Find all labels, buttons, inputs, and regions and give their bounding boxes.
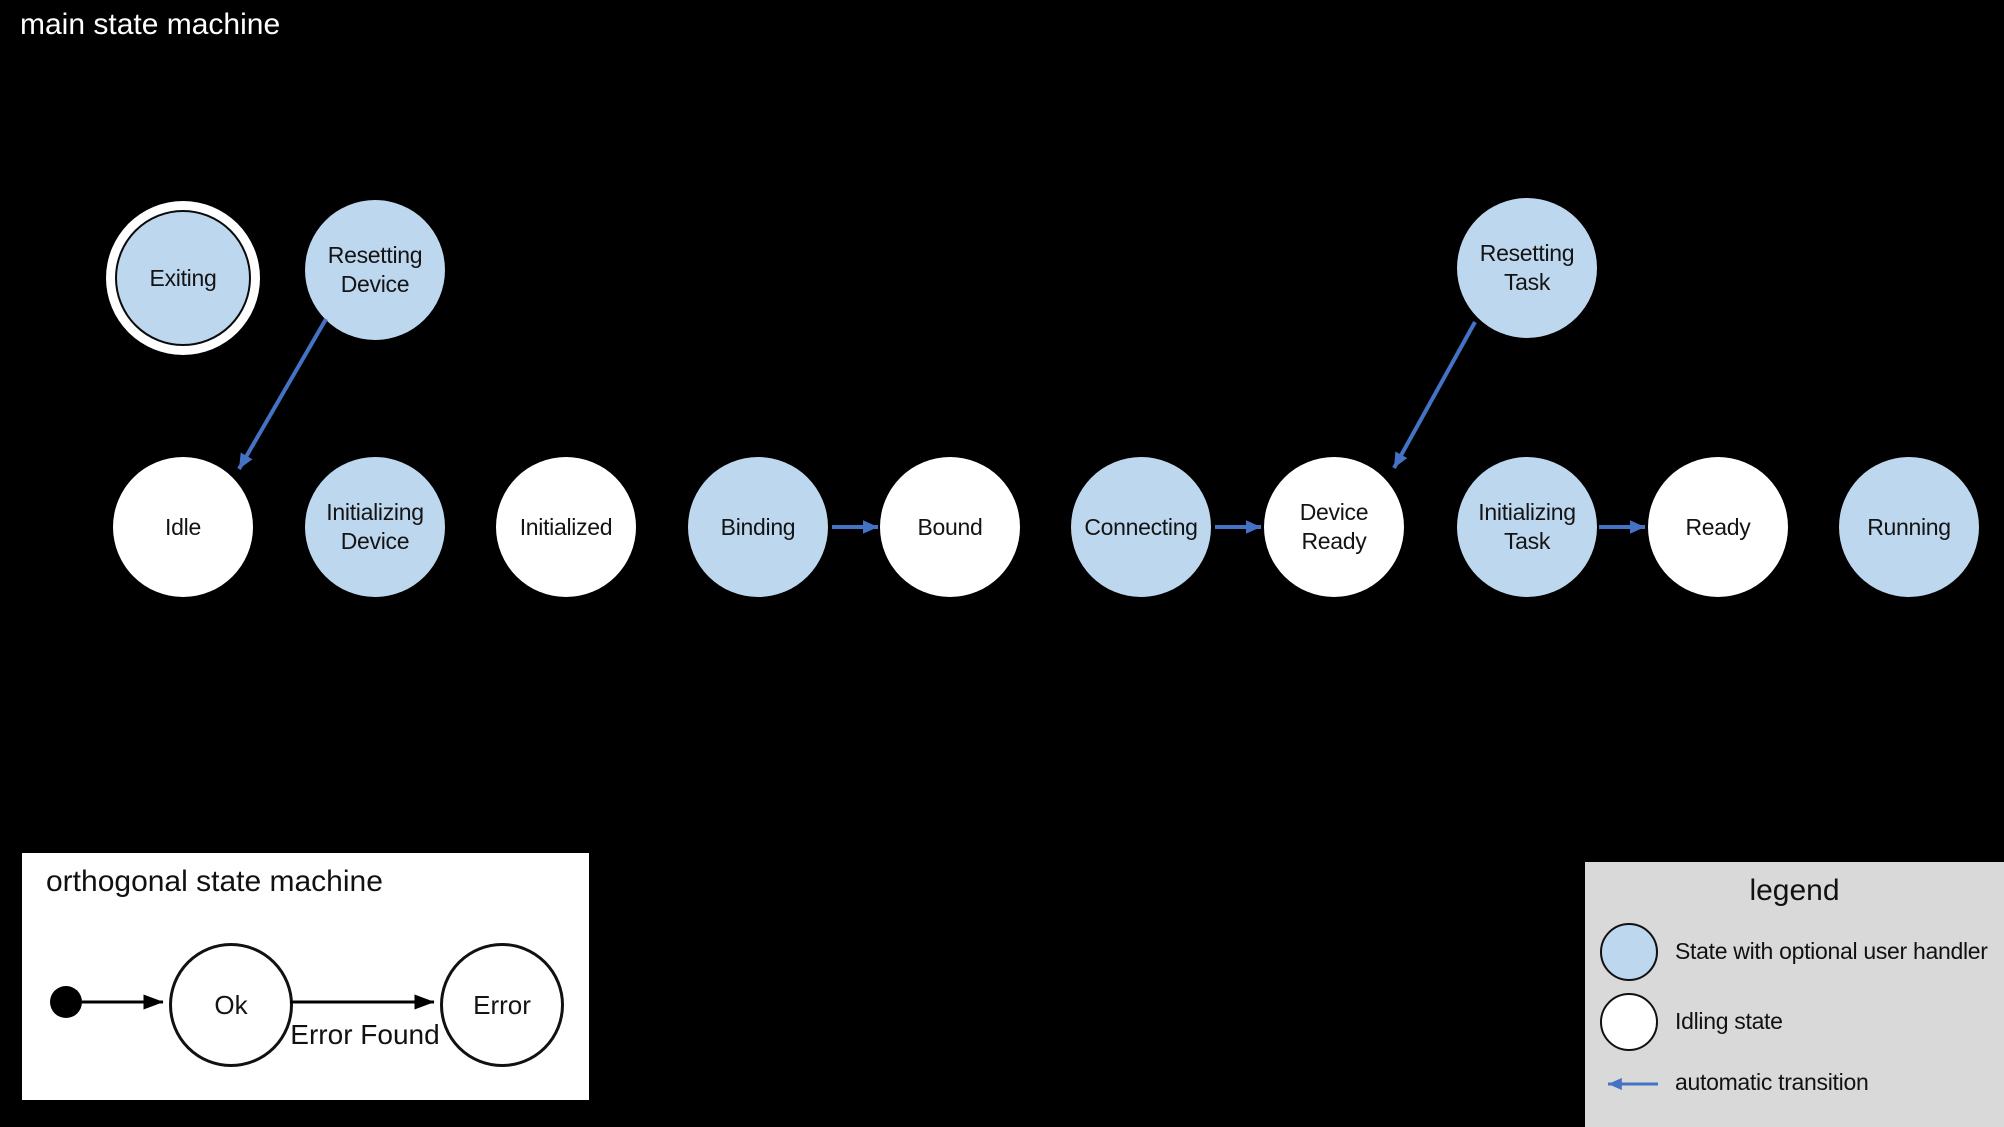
transition-resetting-device-to-idle: [237, 317, 328, 471]
legend-item-label: Idling state: [1675, 1008, 1783, 1034]
state-bound: Bound: [880, 457, 1020, 597]
state-initializing-task: Initializing Task: [1457, 457, 1597, 597]
state-label: Initializing Task: [1478, 499, 1576, 554]
state-ok: Ok: [169, 943, 293, 1067]
main-diagram-title: main state machine: [20, 8, 281, 41]
state-binding: Binding: [688, 457, 828, 597]
legend-idling-state-icon: [1600, 993, 1658, 1051]
state-label: Ready: [1685, 513, 1751, 540]
state-error: Error: [440, 943, 564, 1067]
transition-label-error-found: Error Found: [290, 1019, 440, 1050]
state-label: Initialized: [519, 513, 613, 540]
state-label: Initializing Device: [326, 499, 424, 554]
state-label: Bound: [917, 513, 983, 540]
state-label: Resetting Device: [327, 242, 423, 297]
state-idle: Idle: [113, 457, 253, 597]
legend-title: legend: [1749, 874, 1840, 907]
state-label: Device Ready: [1299, 499, 1369, 554]
state-connecting: Connecting: [1071, 457, 1211, 597]
state-label: Ok: [214, 989, 248, 1020]
legend-item-label: State with optional user handler: [1675, 938, 1988, 964]
state-label: Idle: [165, 513, 201, 540]
state-label: Error: [473, 989, 531, 1020]
legend-user-handler-state-icon: [1600, 923, 1658, 981]
legend-panel: legend State with optional user handler …: [1585, 862, 2004, 1127]
orthogonal-diagram-title: orthogonal state machine: [46, 865, 383, 898]
state-initialized: Initialized: [496, 457, 636, 597]
legend-item-label: automatic transition: [1675, 1069, 1869, 1095]
state-label: Running: [1867, 513, 1951, 540]
state-exiting: Exiting: [115, 210, 251, 346]
state-label: Binding: [720, 513, 796, 540]
state-initializing-device: Initializing Device: [305, 457, 445, 597]
state-label: Exiting: [149, 264, 217, 291]
state-label: Connecting: [1084, 513, 1198, 540]
orthogonal-state-machine-panel: orthogonal state machine Ok Error Error …: [19, 850, 592, 1103]
state-ready: Ready: [1648, 457, 1788, 597]
state-device-ready: Device Ready: [1264, 457, 1404, 597]
state-running: Running: [1839, 457, 1979, 597]
state-resetting-device: Resetting Device: [305, 200, 445, 340]
state-label: Resetting Task: [1479, 240, 1575, 295]
state-resetting-task: Resetting Task: [1457, 198, 1597, 338]
transition-resetting-task-to-device-ready: [1392, 321, 1477, 469]
